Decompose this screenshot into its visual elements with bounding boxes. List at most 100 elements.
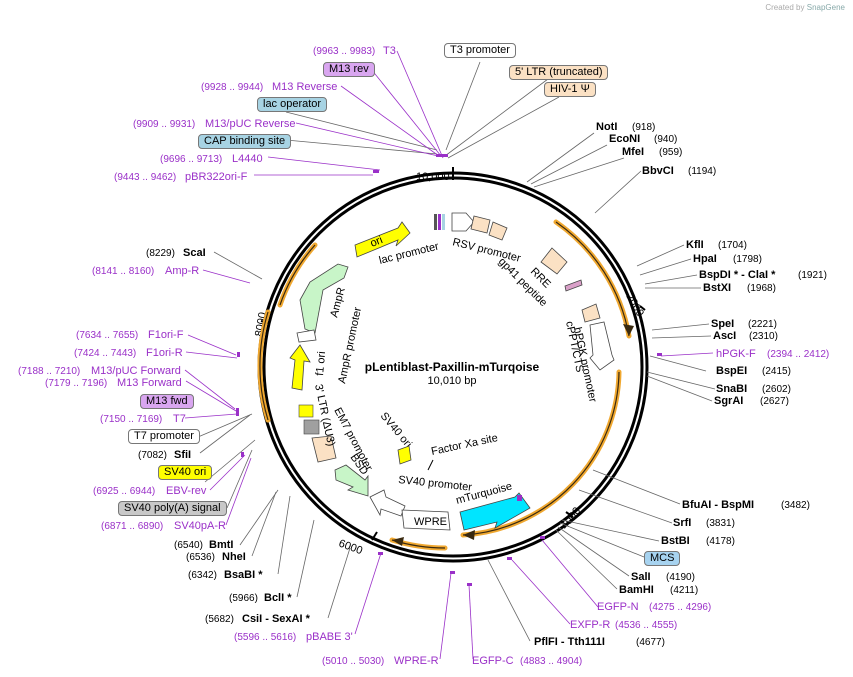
primer-pos: (9909 .. 9931) bbox=[133, 119, 195, 130]
site-label: HpaI bbox=[693, 253, 717, 265]
primer-label: pBR322ori-F bbox=[185, 171, 248, 183]
primer-pos: (7179 .. 7196) bbox=[45, 378, 107, 389]
site-label: BspEI bbox=[716, 365, 747, 377]
f1-ori-arrow bbox=[289, 344, 311, 391]
site-label: BspDI * - ClaI * bbox=[699, 269, 776, 281]
m13-fwd-tag: M13 fwd bbox=[140, 394, 194, 409]
site-pos: (1704) bbox=[718, 240, 747, 251]
primer-pos: (6925 .. 6944) bbox=[93, 486, 155, 497]
gp41-mark bbox=[564, 279, 583, 292]
site-pos: (4190) bbox=[666, 572, 695, 583]
leaders-gray bbox=[197, 61, 716, 642]
credit-brand: SnapGene bbox=[806, 3, 845, 12]
primer-pos: (5010 .. 5030) bbox=[322, 656, 384, 667]
site-label: KflI bbox=[686, 239, 704, 251]
sv40-promoter-label: SV40 promoter bbox=[398, 474, 473, 494]
site-label: AscI bbox=[713, 330, 736, 342]
ltr5-box bbox=[470, 215, 491, 234]
primer-label: EGFP-C bbox=[472, 655, 514, 667]
credit-text: Created by bbox=[765, 3, 805, 12]
site-label: EcoNI bbox=[609, 133, 640, 145]
primer-label: F1ori-R bbox=[146, 347, 183, 359]
mturquoise-arrow bbox=[459, 492, 531, 531]
primer-label: EGFP-N bbox=[597, 601, 639, 613]
primer-pos: (7188 .. 7210) bbox=[18, 366, 80, 377]
orf-arrowhead-2 bbox=[463, 530, 475, 540]
lac-operator-tag: lac operator bbox=[257, 97, 328, 112]
primer-pos: (7150 .. 7169) bbox=[100, 414, 162, 425]
tick-6000: 6000 bbox=[337, 538, 364, 558]
site-pos: (2310) bbox=[749, 331, 778, 342]
wpre-label: WPRE bbox=[414, 516, 447, 528]
site-pos: (2221) bbox=[748, 319, 777, 330]
site-label: BamHI bbox=[619, 584, 654, 596]
primer-pos: (9963 .. 9983) bbox=[313, 46, 375, 57]
site-pos: (7082) bbox=[138, 450, 167, 461]
site-label: SnaBI bbox=[716, 383, 747, 395]
site-pos: (4178) bbox=[706, 536, 735, 547]
ltr3-box bbox=[311, 435, 337, 463]
primer-pos: (7424 .. 7443) bbox=[74, 348, 136, 359]
primer-label: WPRE-R bbox=[394, 655, 439, 667]
site-pos: (1798) bbox=[733, 254, 762, 265]
primer-label: Amp-R bbox=[165, 265, 199, 277]
site-label: BsaBI * bbox=[224, 569, 263, 581]
site-label: BstXI bbox=[703, 282, 731, 294]
primer-pos: (9928 .. 9944) bbox=[201, 82, 263, 93]
site-pos: (940) bbox=[654, 134, 677, 145]
site-pos: (1194) bbox=[688, 166, 716, 177]
site-label: NotI bbox=[596, 121, 617, 133]
site-pos: (8229) bbox=[146, 248, 175, 259]
ori-arrow bbox=[354, 221, 411, 258]
mcs-tag: MCS bbox=[644, 551, 681, 566]
primer-label: M13 Reverse bbox=[272, 81, 337, 93]
factor-xa-label: Factor Xa site bbox=[430, 432, 499, 458]
lac-operator-mark bbox=[434, 214, 437, 230]
bsd-arrow bbox=[334, 464, 369, 497]
site-label: PflFI - Tth111I bbox=[534, 636, 605, 648]
leaders-primer bbox=[184, 50, 714, 660]
site-pos: (2602) bbox=[762, 384, 791, 395]
sv40-promoter-arrow bbox=[369, 489, 406, 517]
ampr-promoter-box bbox=[296, 329, 317, 343]
site-label: CsiI - SexAI * bbox=[242, 613, 311, 625]
ori-label: ori bbox=[369, 234, 385, 250]
cppt-box bbox=[581, 303, 601, 323]
site-label: SrfI bbox=[673, 517, 691, 529]
sv40-polya-mark bbox=[303, 419, 320, 435]
site-label: BmtI bbox=[209, 539, 233, 551]
snapgene-credit: Created by SnapGene bbox=[765, 3, 845, 12]
ticks bbox=[260, 167, 646, 541]
primer-label: M13/pUC Reverse bbox=[205, 118, 295, 130]
site-label: MfeI bbox=[622, 146, 644, 158]
site-label: NheI bbox=[222, 551, 246, 563]
primer-pos: (8141 .. 8160) bbox=[92, 266, 154, 277]
site-pos: (2415) bbox=[762, 366, 791, 377]
factor-xa-tick bbox=[427, 459, 434, 471]
site-pos: (3831) bbox=[706, 518, 735, 529]
t7-promoter-tag: T7 promoter bbox=[128, 429, 200, 444]
primer-ticks bbox=[236, 154, 662, 586]
primer-label: T3 bbox=[383, 45, 396, 57]
sv40-ori-tag: SV40 ori bbox=[158, 465, 213, 480]
primer-pos: (4275 .. 4296) bbox=[649, 602, 711, 613]
primer-pos: (7634 .. 7655) bbox=[76, 330, 138, 341]
primer-label: L4440 bbox=[232, 153, 263, 165]
primer-label: SV40pA-R bbox=[174, 520, 226, 532]
primer-label: hPGK-F bbox=[716, 348, 756, 360]
site-label: ScaI bbox=[183, 247, 206, 259]
site-pos: (3482) bbox=[781, 500, 810, 511]
site-pos: (5682) bbox=[205, 614, 234, 625]
primer-pos: (9696 .. 9713) bbox=[160, 154, 222, 165]
primer-pos: (6871 .. 6890) bbox=[101, 521, 163, 532]
orf-arrowhead-1 bbox=[623, 324, 634, 336]
site-pos: (6536) bbox=[186, 552, 215, 563]
site-label: SalI bbox=[631, 571, 651, 583]
site-pos: (1968) bbox=[747, 283, 776, 294]
site-label: SpeI bbox=[711, 318, 734, 330]
primer-labels: (9963 .. 9983) T3 (9928 .. 9944) M13 Rev… bbox=[18, 45, 829, 667]
site-label: SfiI bbox=[174, 449, 191, 461]
m13-rev-mark bbox=[438, 214, 441, 230]
enzyme-labels-left: (8229) ScaI (7082) SfiI (6540) BmtI (653… bbox=[138, 247, 311, 625]
cap-mark bbox=[442, 214, 445, 230]
